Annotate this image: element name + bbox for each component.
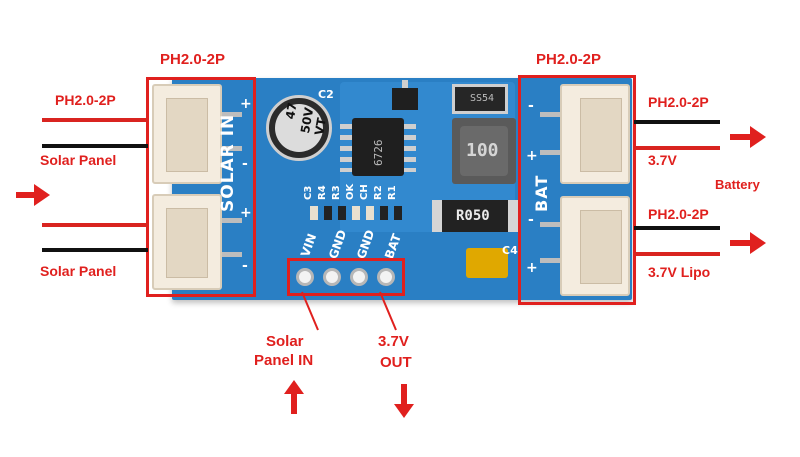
label-ph-right-1: PH2.0-2P <box>648 94 709 110</box>
label-3-7v-lipo: 3.7V Lipo <box>648 264 711 280</box>
left-connector-top <box>152 84 222 184</box>
wire-red <box>42 223 148 227</box>
header-pin <box>350 268 368 286</box>
arrow-down-icon <box>394 384 414 418</box>
inductor <box>452 118 516 184</box>
label-ph-top-right: PH2.0-2P <box>536 51 602 68</box>
smd-component <box>394 206 402 220</box>
smd-label: R3 <box>331 185 342 200</box>
label-out-voltage: 3.7V <box>378 333 409 350</box>
label-ph-top-left: PH2.0-2P <box>160 51 226 68</box>
smd-component <box>352 206 360 220</box>
header-pin <box>296 268 314 286</box>
resistor-label: R050 <box>456 208 490 224</box>
diode-label: SS54 <box>470 93 495 104</box>
label-battery: Battery <box>715 177 760 192</box>
smd-component <box>380 206 388 220</box>
smd-component <box>338 206 346 220</box>
diode <box>452 84 508 114</box>
label-solar-panel-2: Solar Panel <box>40 263 117 279</box>
arrow-up-icon <box>284 380 304 414</box>
ic-chip <box>352 118 404 176</box>
arrow-right-icon <box>730 232 766 254</box>
c4-label: C4 <box>502 244 518 257</box>
left-connector-box <box>146 77 256 297</box>
minus-sign: - <box>242 156 248 172</box>
smd-label: R1 <box>387 185 398 200</box>
wire-black <box>42 144 148 148</box>
right-connector-box <box>518 75 636 305</box>
connector-pin <box>222 218 242 223</box>
connector-pin <box>540 258 560 263</box>
arrow-right-icon <box>16 184 50 206</box>
smd-component <box>310 206 318 220</box>
smd-label: R4 <box>317 185 328 200</box>
shunt-resistor <box>432 200 518 232</box>
wire-black <box>42 248 148 252</box>
minus-sign: - <box>242 258 248 274</box>
label-solar-panel-1: Solar Panel <box>40 152 117 168</box>
electrolytic-capacitor <box>266 95 332 161</box>
tantalum-capacitor <box>466 248 508 278</box>
inductor-label: 100 <box>466 140 499 161</box>
connector-pin <box>222 252 242 257</box>
label-solar-in-2: Panel IN <box>254 352 314 369</box>
smd-component <box>324 206 332 220</box>
wire-red <box>634 146 720 150</box>
minus-sign: - <box>528 98 534 114</box>
ic-chip-pins <box>404 124 416 172</box>
wire-red <box>634 252 720 256</box>
smd-label: R2 <box>373 185 384 200</box>
smd-label: CH <box>359 184 370 200</box>
right-connector-bottom <box>560 196 630 296</box>
connector-pin <box>540 150 560 155</box>
smd-component <box>366 206 374 220</box>
c2-label: C2 <box>318 88 334 101</box>
pointer-lines <box>301 291 397 331</box>
wire-black <box>634 120 720 124</box>
minus-sign: - <box>528 212 534 228</box>
connector-pin <box>222 146 242 151</box>
smd-label: C3 <box>303 185 314 200</box>
wire-red <box>42 118 148 122</box>
label-3-7v: 3.7V <box>648 152 677 168</box>
bat-silkscreen: BAT <box>532 174 551 212</box>
wire-black <box>634 226 720 230</box>
header-pin <box>323 268 341 286</box>
connector-pin <box>540 112 560 117</box>
left-connector-bottom <box>152 194 222 290</box>
label-ph-left: PH2.0-2P <box>55 92 116 108</box>
solar-in-silkscreen: SOLAR IN <box>218 113 238 212</box>
ic-chip-pins <box>340 124 352 172</box>
pin-header-box <box>287 258 405 296</box>
right-connector-top <box>560 84 630 184</box>
plus-sign: + <box>526 148 538 164</box>
arrow-right-icon <box>730 126 766 148</box>
connector-pin <box>540 222 560 227</box>
label-out: OUT <box>380 354 412 371</box>
label-ph-right-2: PH2.0-2P <box>648 206 709 222</box>
transistor-pin <box>402 80 408 88</box>
elcap-label: VT <box>312 116 329 137</box>
plus-sign: + <box>526 260 538 276</box>
plus-sign: + <box>240 96 252 112</box>
header-pin <box>377 268 395 286</box>
transistor <box>392 88 418 110</box>
connector-pin <box>222 112 242 117</box>
label-solar-in-1: Solar <box>266 333 304 350</box>
plus-sign: + <box>240 205 252 221</box>
chip-label: 6726 <box>372 139 385 167</box>
smd-label: OK <box>345 183 356 200</box>
